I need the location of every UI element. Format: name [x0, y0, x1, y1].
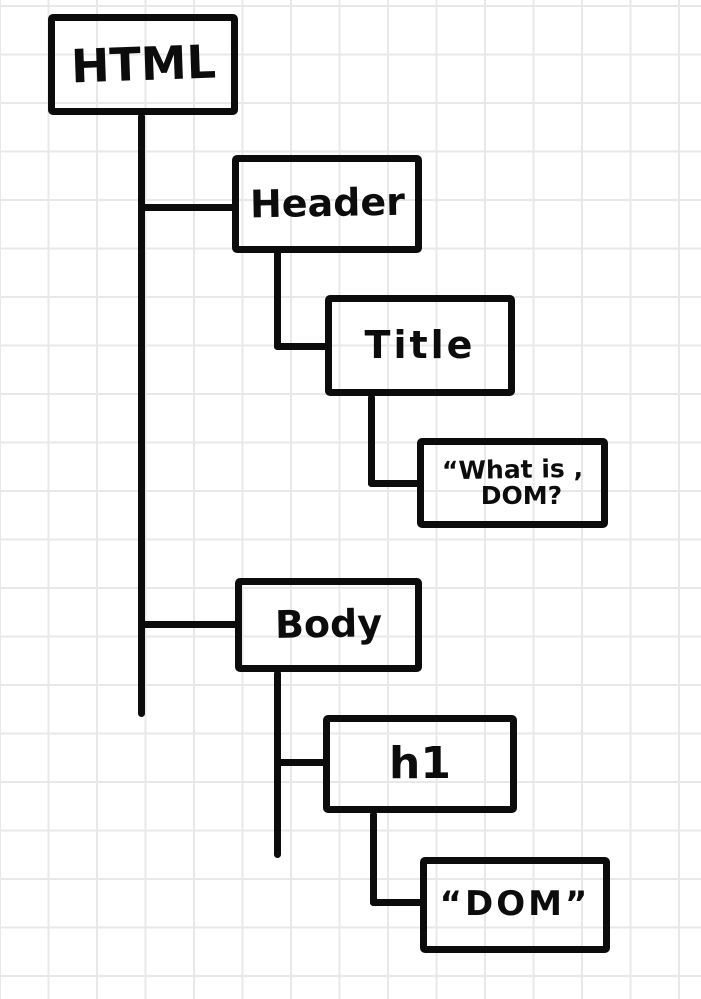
node-body-label: Body: [274, 601, 383, 647]
node-html: HTML: [48, 14, 238, 115]
edge-html-trunk: [138, 113, 145, 717]
edge-html-to-body: [140, 621, 238, 628]
node-h1-label: h1: [389, 737, 451, 789]
node-title-label: Title: [364, 322, 476, 367]
node-title: Title: [325, 295, 515, 396]
edge-body-to-h1: [274, 759, 327, 766]
node-header-label: Header: [249, 179, 405, 227]
node-h1: h1: [323, 715, 517, 813]
edge-header-to-title: [274, 343, 329, 350]
node-what-is-dom: “What is , DOM?: [417, 438, 608, 528]
node-html-label: HTML: [69, 34, 217, 94]
node-dom-text: “DOM”: [420, 857, 610, 953]
node-header: Header: [232, 155, 422, 253]
node-body: Body: [235, 578, 422, 672]
edge-h1-to-dom: [370, 899, 424, 906]
edge-header-down: [274, 250, 281, 350]
edge-h1-down: [370, 811, 377, 906]
node-what-is-dom-line2: DOM?: [480, 481, 563, 510]
node-what-is-dom-line1: “What is ,: [441, 453, 584, 485]
edge-title-to-what: [368, 480, 421, 487]
edge-html-to-header: [140, 204, 235, 211]
node-dom-text-label: “DOM”: [439, 884, 591, 925]
edge-title-down: [368, 394, 375, 487]
